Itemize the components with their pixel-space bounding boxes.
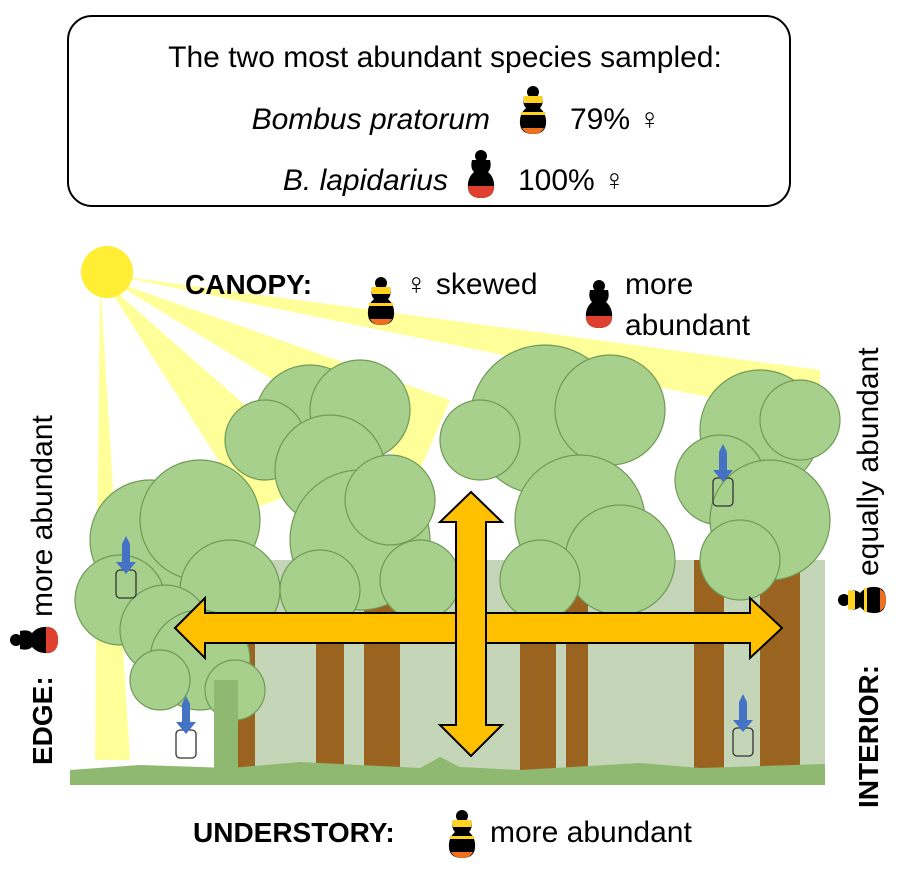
summary-title: The two most abundant species sampled: — [168, 41, 722, 74]
interior-label: INTERIOR: — [853, 665, 884, 808]
interior-note: equally abundant — [852, 347, 885, 576]
sun-icon — [81, 246, 133, 298]
understory-note: more abundant — [490, 816, 692, 849]
interior-annotation: INTERIOR: equally abundant — [838, 347, 886, 808]
understory-label: UNDERSTORY: — [193, 817, 395, 848]
canopy-pratorum-note: ♀ skewed — [405, 268, 538, 301]
species-summary-box: The two most abundant species sampled: B… — [67, 15, 791, 207]
pratorum-icon-canopy — [367, 277, 395, 325]
lapidarius-icon-canopy — [585, 280, 613, 328]
ground — [70, 757, 825, 785]
edge-label: EDGE: — [27, 676, 58, 765]
forest-scene — [70, 344, 841, 785]
pratorum-icon-interior — [838, 586, 886, 614]
lapidarius-icon-edge — [10, 626, 58, 654]
canopy-label: CANOPY: — [185, 269, 312, 300]
pratorum-female-share: 79% ♀ — [570, 103, 661, 136]
vertical-arrow — [437, 490, 505, 758]
species-name-lapidarius: B. lapidarius — [283, 164, 448, 197]
edge-annotation: EDGE: more abundant — [10, 415, 59, 765]
species-name-pratorum: Bombus pratorum — [252, 103, 490, 136]
pratorum-icon-understory — [448, 810, 476, 858]
canopy-lapidarius-note-2: abundant — [625, 309, 751, 342]
lapidarius-female-share: 100% ♀ — [518, 164, 626, 197]
canopy-lapidarius-note-1: more — [625, 268, 693, 301]
edge-note: more abundant — [26, 415, 59, 617]
